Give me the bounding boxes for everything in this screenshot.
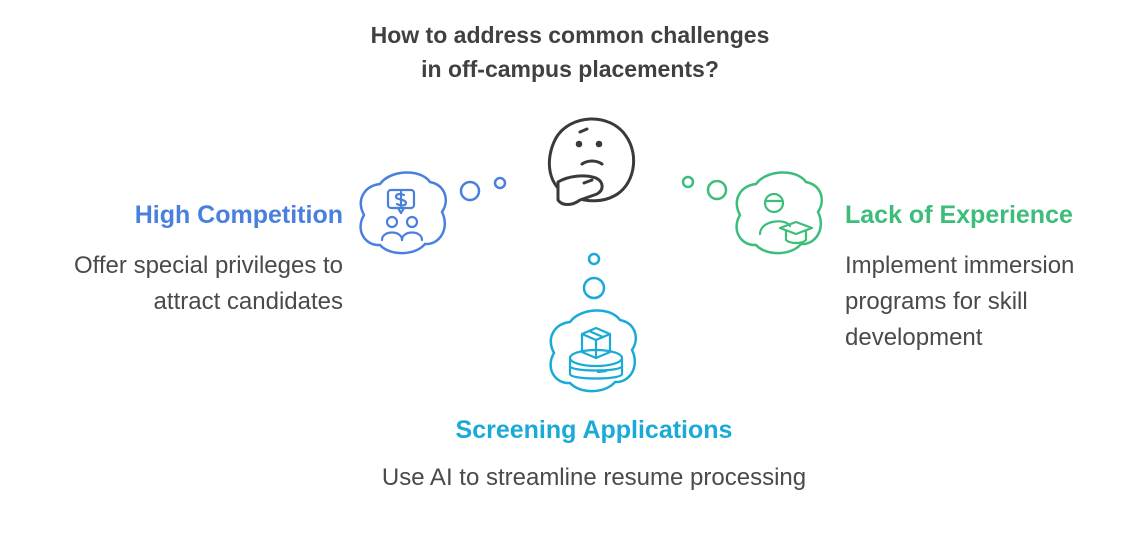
description-lack-of-experience: Implement immersion programs for skill d… <box>845 252 1075 351</box>
description-high-competition: Offer special privileges to attract cand… <box>73 252 343 315</box>
heading-screening-applications: Screening Applications <box>455 416 733 444</box>
heading-lack-of-experience: Lack of Experience <box>845 201 1073 229</box>
thought-bubbles-left <box>459 176 507 202</box>
thinking-face-icon <box>547 117 636 206</box>
diagram-title: How to address common challenges in off-… <box>270 18 870 86</box>
box-stack-icon <box>568 326 624 380</box>
heading-high-competition: High Competition <box>134 201 343 229</box>
cloud-right <box>735 171 823 255</box>
description-screening-applications: Use AI to streamline resume processing <box>381 464 807 491</box>
title-line-1: How to address common challenges <box>370 22 770 48</box>
cloud-bottom <box>549 309 637 393</box>
title-line-2: in off-campus placements? <box>421 56 719 82</box>
thought-bubbles-right <box>681 175 728 201</box>
thought-bubbles-bottom <box>582 252 606 300</box>
graduate-person-icon <box>758 192 814 245</box>
cloud-left <box>359 171 447 255</box>
money-speech-people-icon <box>380 188 424 242</box>
